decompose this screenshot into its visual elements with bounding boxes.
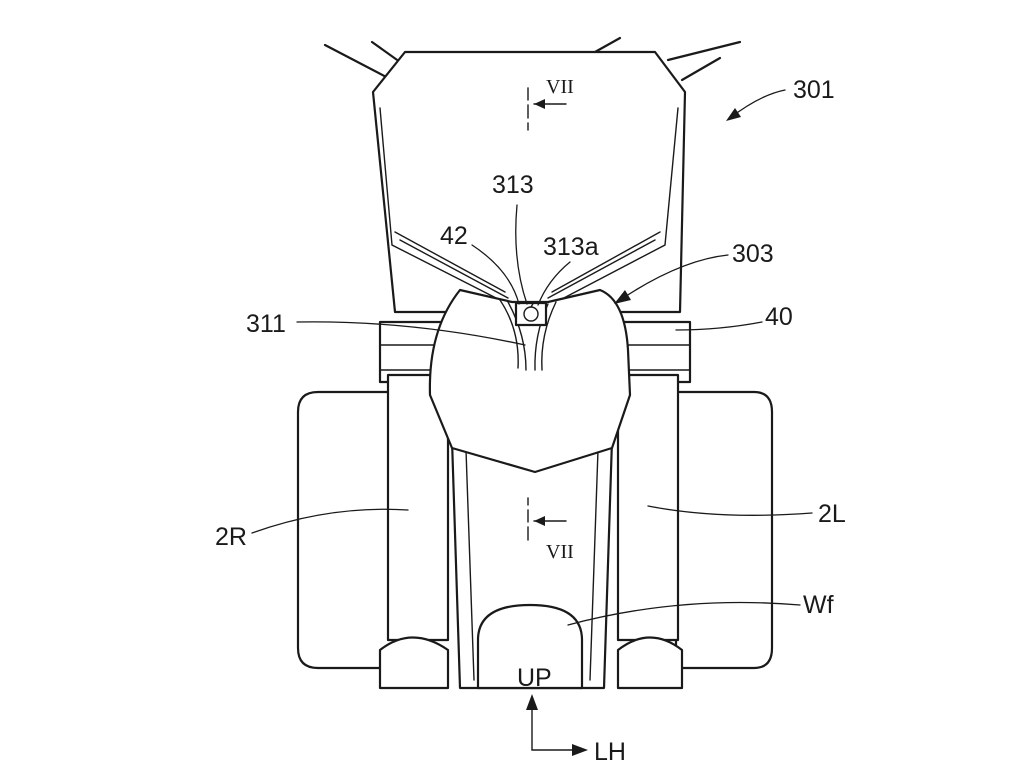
front-fork-tubes — [378, 373, 684, 690]
front-cowl — [371, 50, 687, 314]
label-2l: 2L — [818, 500, 846, 528]
frame-members — [323, 36, 742, 82]
side-shrouds — [296, 390, 774, 670]
label-313a: 313a — [543, 233, 599, 261]
right-arrow-icon — [572, 744, 588, 756]
label-313: 313 — [492, 171, 534, 199]
sensor-313 — [514, 301, 548, 327]
label-301: 301 — [793, 76, 835, 104]
reference-labels: 301 303 313 313a 42 311 40 2R 2L Wf — [215, 76, 846, 619]
leader-lines — [251, 89, 813, 626]
direction-indicator: UP LH — [517, 664, 626, 766]
label-42: 42 — [440, 222, 468, 250]
label-40: 40 — [765, 303, 793, 331]
headlight-unit-303 — [428, 288, 632, 474]
label-303: 303 — [732, 240, 774, 268]
section-label-bottom: VII — [546, 541, 574, 563]
direction-lh-label: LH — [594, 738, 626, 766]
label-2r: 2R — [215, 523, 247, 551]
section-label-top: VII — [546, 76, 574, 98]
section-mark-bottom — [527, 497, 567, 541]
front-wheel-wf — [476, 603, 584, 690]
label-311: 311 — [246, 310, 286, 338]
direction-up-label: UP — [517, 664, 552, 692]
label-wf: Wf — [803, 591, 834, 619]
section-mark-top — [527, 87, 567, 131]
up-arrow-icon — [526, 694, 538, 710]
